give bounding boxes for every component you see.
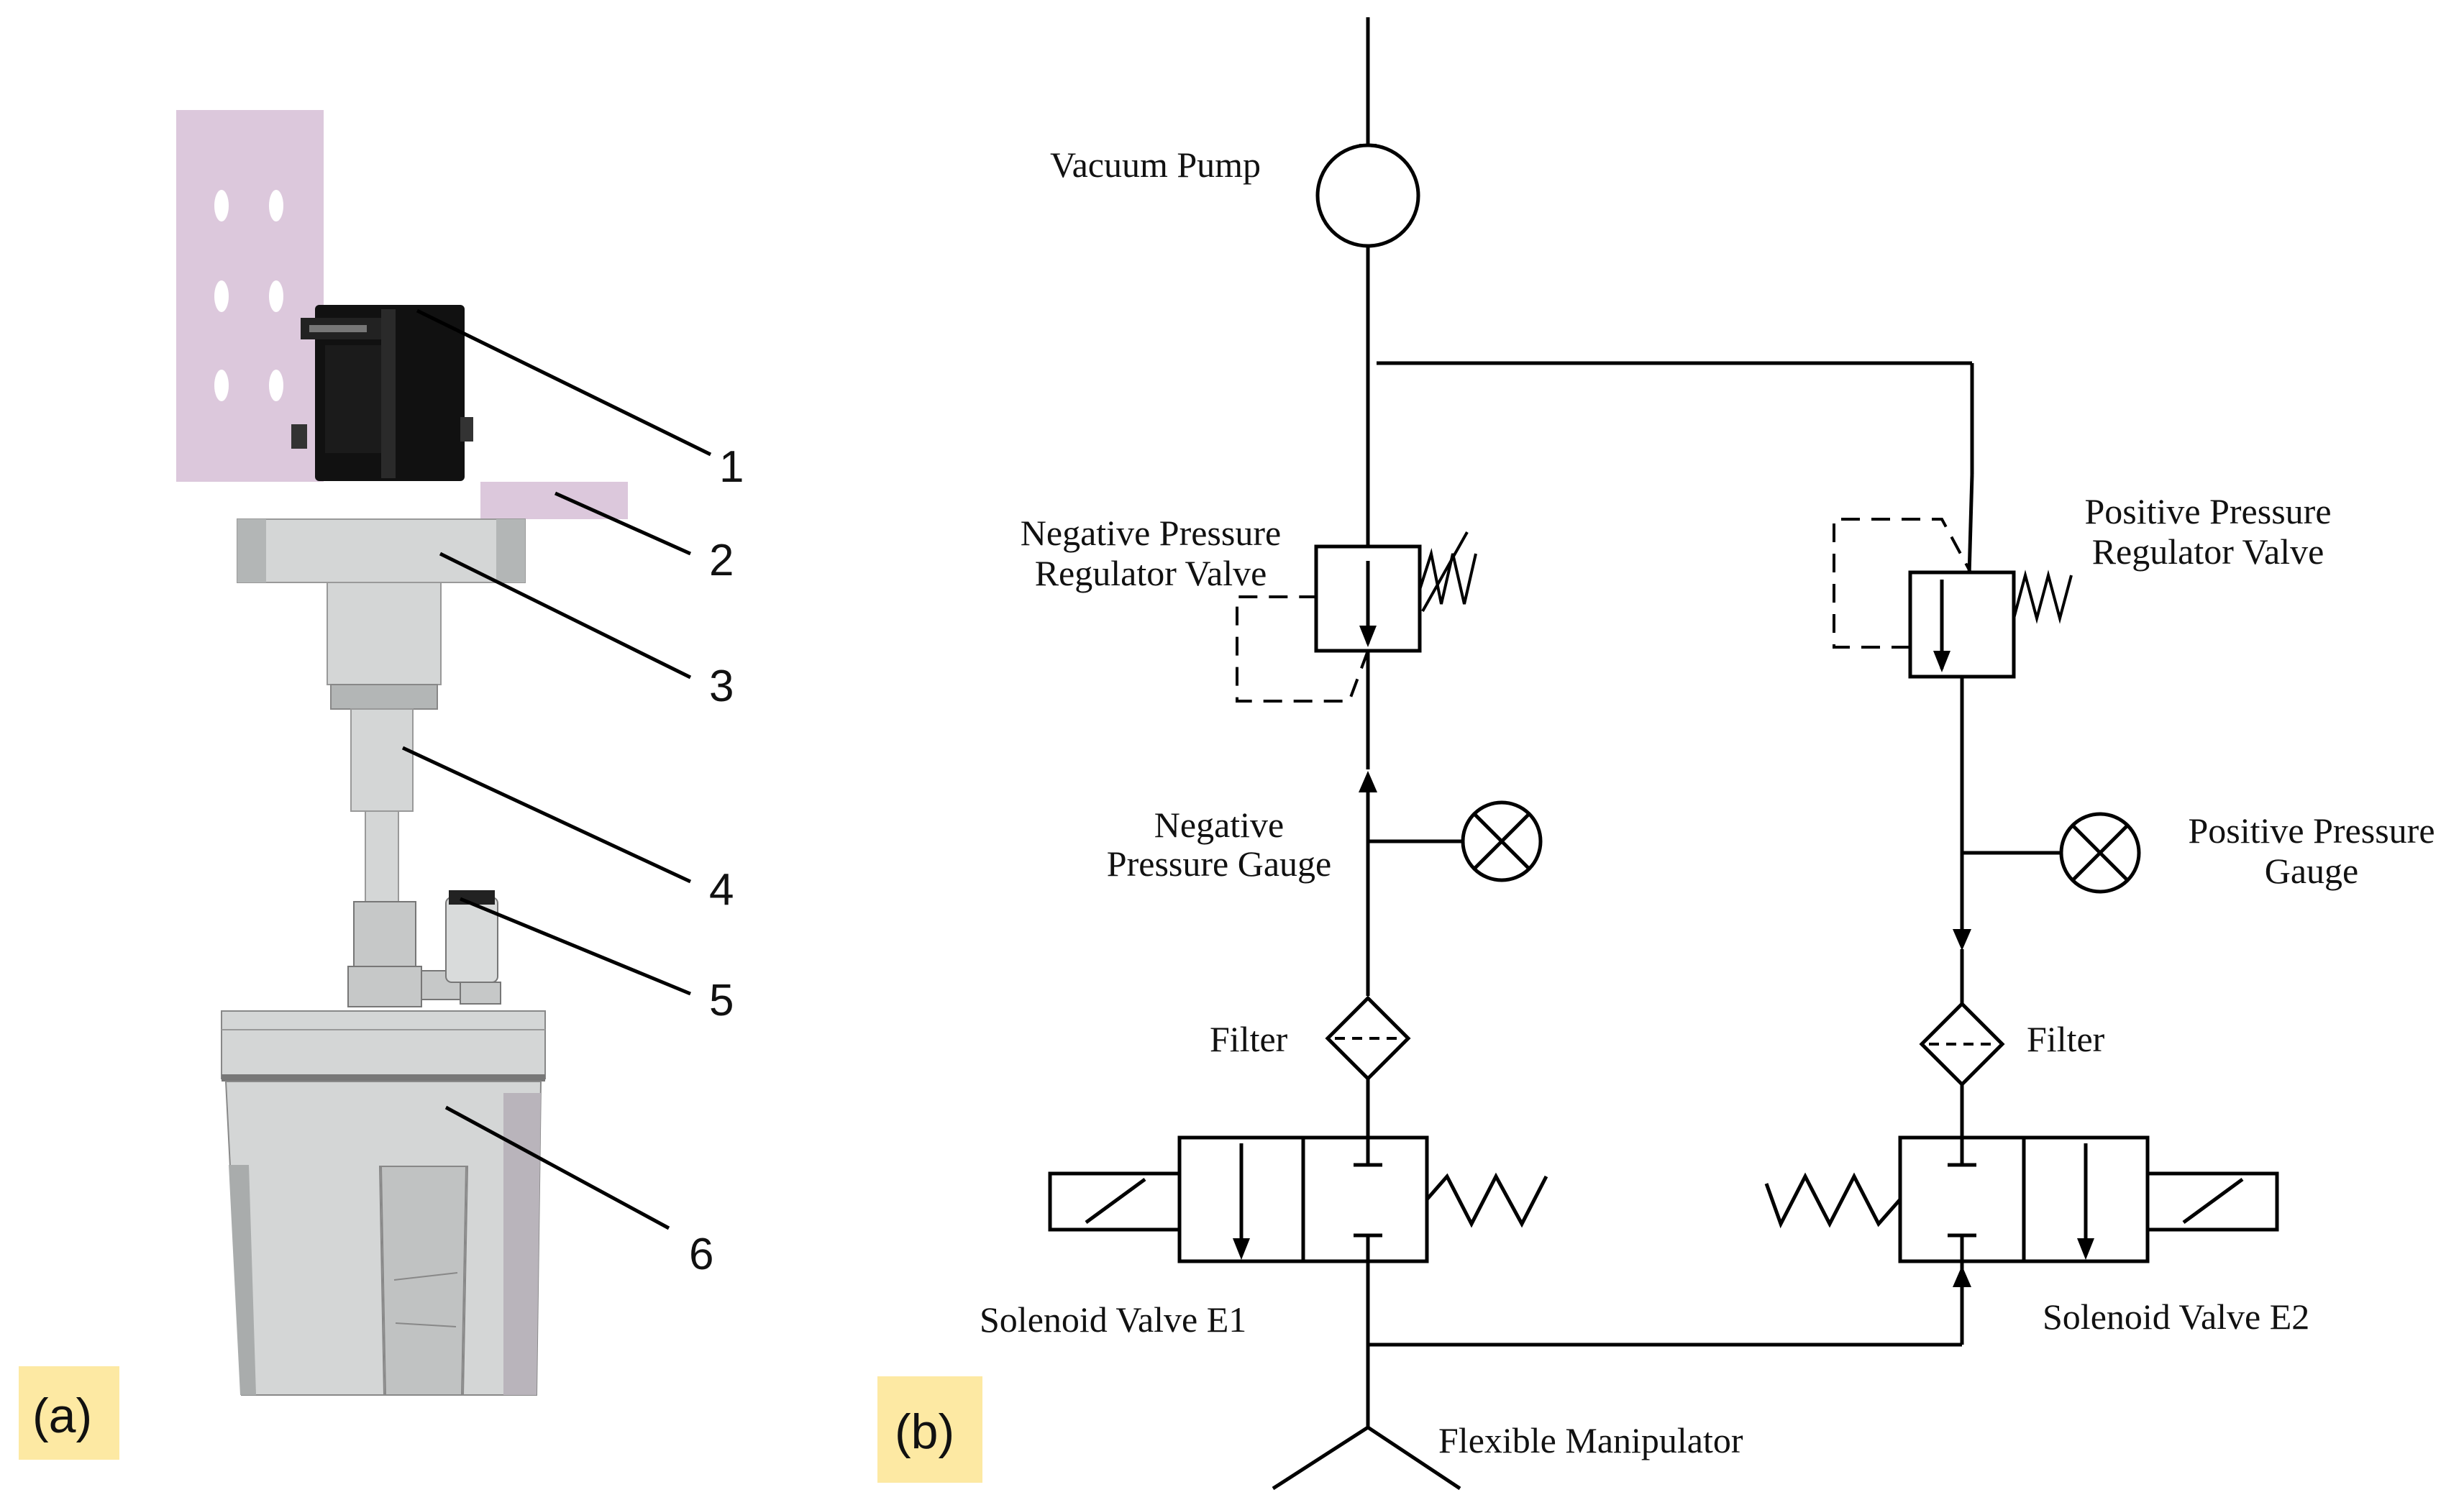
pneumatic-circuit [1048,17,2279,1491]
soft-gripper [221,1010,546,1396]
label-pos-gauge-line1: Positive Pressure [2188,810,2435,851]
label-filter-right: Filter [2027,1019,2105,1059]
label-neg-gauge-line1: Negative [1154,805,1284,845]
label-pos-regulator-line2: Regulator Valve [2092,531,2324,572]
neg-pressure-gauge-symbol [1461,800,1543,882]
flexible-manipulator-symbol [1272,1425,1461,1491]
callout-1: 1 [719,442,744,492]
panel-label-b-bg [877,1376,982,1483]
callout-2: 2 [709,536,734,585]
callout-6: 6 [689,1230,713,1279]
callout-3: 3 [709,662,734,711]
label-neg-regulator-line1: Negative Pressure [1021,513,1281,553]
e2-inlet-arrow [1953,1266,1971,1287]
panel-label-a: (a) [32,1389,92,1443]
callout-4: 4 [709,865,734,915]
callout-5: 5 [709,976,734,1025]
pos-regulator-symbol [1833,518,2073,679]
filter-left-symbol [1325,995,1411,1081]
solenoid-valve-e2-symbol [1764,1135,2279,1284]
label-flexible-manipulator: Flexible Manipulator [1438,1420,1743,1460]
assembly-drawing: 1 2 3 4 5 6 (a) [19,110,744,1460]
panel-label-a-bg [19,1366,119,1460]
mounting-plate [176,110,324,482]
panel-label-b: (b) [895,1404,954,1459]
mounting-plate-tab [480,482,628,519]
pos-flow-arrow [1953,929,1971,951]
flange [237,518,526,710]
label-pos-gauge-line2: Gauge [2265,851,2359,891]
shaft [350,708,414,902]
pos-pressure-gauge-symbol [2059,812,2141,894]
circuit-labels: Vacuum Pump Negative Pressure Regulator … [980,145,2435,1460]
callout-leaders [401,308,712,1230]
label-filter-left: Filter [1210,1019,1288,1059]
neg-flow-arrow [1359,771,1377,792]
label-solenoid-e2: Solenoid Valve E2 [2043,1297,2309,1337]
mounting-plate-holes [214,190,283,401]
filter-right-symbol [1919,1001,2005,1087]
label-neg-regulator-line2: Regulator Valve [1035,553,1267,593]
pneumatic-fitting [347,890,501,1007]
label-pos-regulator-line1: Positive Pressure [2084,491,2331,531]
solenoid-valve-e1-symbol [1048,1135,1548,1263]
neg-regulator-symbol [1236,531,1477,703]
vacuum-pump-symbol [1315,143,1420,248]
servo-motor [291,305,473,481]
callout-numbers: 1 2 3 4 5 6 [689,442,744,1279]
label-neg-gauge-line2: Pressure Gauge [1107,843,1331,884]
label-solenoid-e1: Solenoid Valve E1 [980,1299,1246,1340]
label-vacuum-pump: Vacuum Pump [1050,145,1261,185]
